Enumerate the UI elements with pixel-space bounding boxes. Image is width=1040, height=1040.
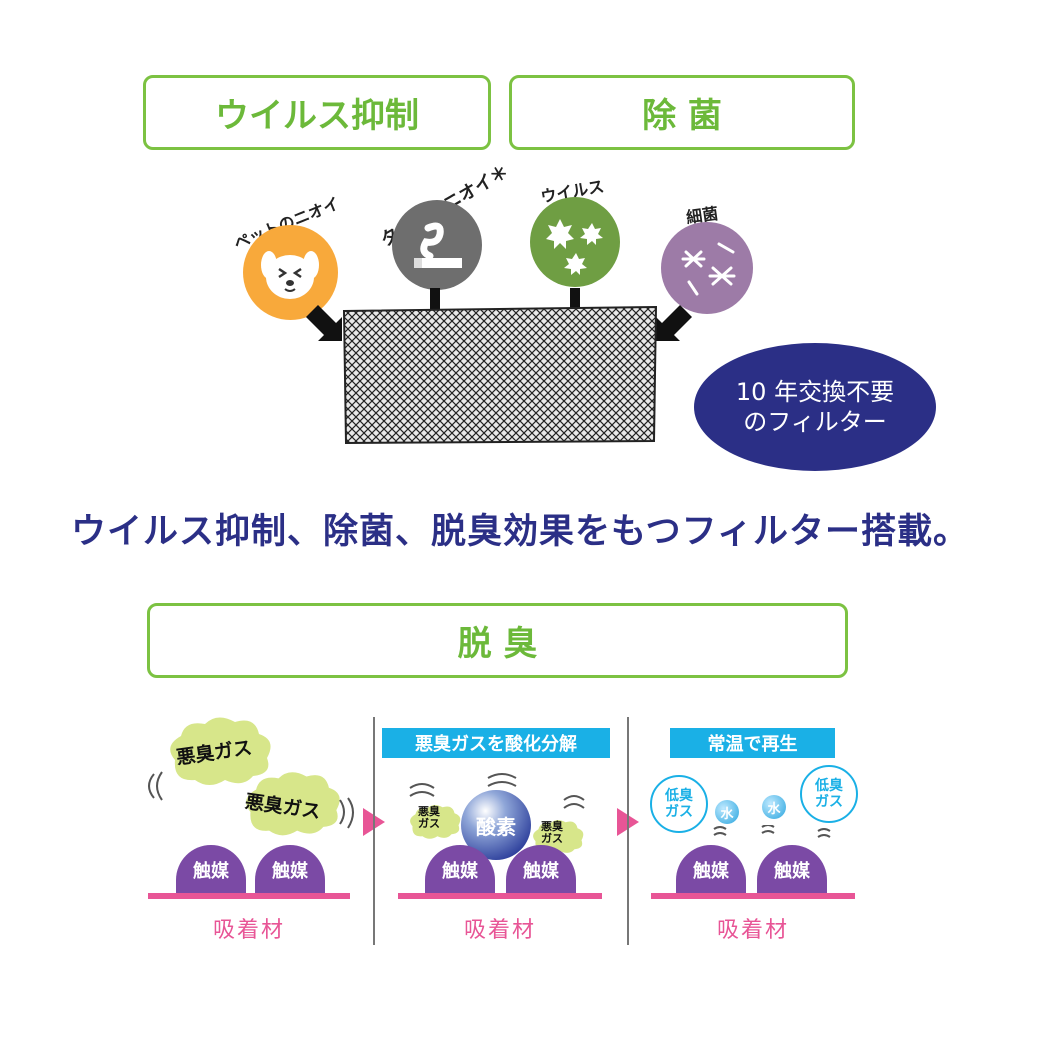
ten-year-badge: 10 年交換不要 のフィルター xyxy=(694,343,936,471)
bacteria-icon xyxy=(661,222,753,314)
small-odor-text-right: 悪臭 ガス xyxy=(541,820,563,846)
catalyst-2: 触媒 xyxy=(255,845,325,895)
low-odor-bubble-right: 低臭 ガス xyxy=(800,765,858,823)
small-odor-cloud-left xyxy=(410,804,461,839)
divider-1 xyxy=(373,717,375,945)
panel2-title: 悪臭ガスを酸化分解 xyxy=(382,728,610,758)
panel3-title: 常温で再生 xyxy=(670,728,835,758)
divider-2 xyxy=(627,717,629,945)
adsorbent-bar-1 xyxy=(148,893,350,899)
arrow-down-icon xyxy=(306,305,342,341)
vibration-lines xyxy=(713,825,831,838)
catalyst-5: 触媒 xyxy=(676,845,746,895)
water-drop-2: 水 xyxy=(762,795,786,819)
catalyst-4: 触媒 xyxy=(506,845,576,895)
deodorization-box: 脱 臭 xyxy=(147,603,848,678)
odor-cloud-1 xyxy=(170,717,271,785)
adsorbent-label-2: 吸着材 xyxy=(463,918,536,943)
oxygen-label: 酸素 xyxy=(476,814,516,839)
vibration-lines xyxy=(148,771,354,829)
dog-face-icon xyxy=(243,225,338,320)
catalyst-3: 触媒 xyxy=(425,845,495,895)
vibration-lines xyxy=(409,773,585,809)
arrow-down-icon xyxy=(656,305,692,341)
badge-line1: 10 年交換不要 xyxy=(735,378,895,406)
virus-icon xyxy=(530,197,620,287)
catalyst-6: 触媒 xyxy=(757,845,827,895)
adsorbent-bar-3 xyxy=(651,893,855,899)
filter-mesh xyxy=(342,305,658,445)
small-odor-text-left: 悪臭 ガス xyxy=(418,805,440,831)
deodorization-label: 脱 臭 xyxy=(457,624,538,664)
virus-suppression-label: ウイルス抑制 xyxy=(215,96,419,136)
water-drop-1: 水 xyxy=(715,800,739,824)
adsorbent-bar-2 xyxy=(398,893,602,899)
low-odor-bubble-left: 低臭 ガス xyxy=(650,775,708,833)
adsorbent-label-1: 吸着材 xyxy=(212,918,285,943)
virus-suppression-box: ウイルス抑制 xyxy=(143,75,491,150)
adsorbent-label-3: 吸着材 xyxy=(716,918,789,943)
cigarette-smoke-icon xyxy=(392,200,482,290)
badge-line2: のフィルター xyxy=(743,408,887,436)
sterilization-label: 除 菌 xyxy=(642,96,722,136)
sterilization-box: 除 菌 xyxy=(509,75,855,150)
headline: ウイルス抑制、除菌、脱臭効果をもつフィルター搭載。 xyxy=(71,512,969,552)
catalyst-1: 触媒 xyxy=(176,845,246,895)
odor-cloud-2 xyxy=(246,772,340,836)
